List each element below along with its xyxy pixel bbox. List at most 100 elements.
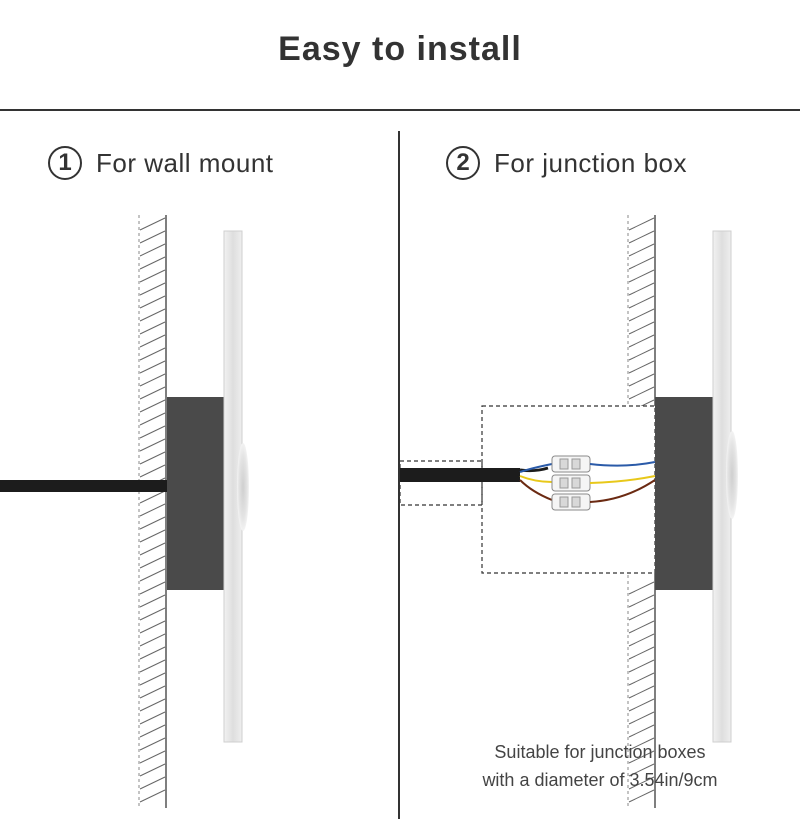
wall-hatch-line	[628, 789, 655, 803]
wall-hatch-line	[139, 763, 166, 777]
wall-hatch-line	[628, 256, 655, 270]
wall-hatch-line	[139, 451, 166, 465]
cable-right	[400, 468, 520, 482]
wall-hatch-line	[628, 646, 655, 660]
wall-hatch-line	[628, 620, 655, 634]
wall-hatch-line	[139, 490, 166, 504]
wall-hatch-line	[139, 594, 166, 608]
wall-hatch-line	[139, 659, 166, 673]
wall-hatch-line	[628, 659, 655, 673]
wall-hatch-line	[139, 282, 166, 296]
wall-left	[138, 215, 167, 808]
wall-hatch-line	[628, 308, 655, 322]
wire-blue-in	[519, 463, 553, 473]
wire-brown-in	[519, 479, 553, 501]
wall-hatch-line	[139, 581, 166, 595]
wall-hatch-line	[139, 607, 166, 621]
wall-hatch-line	[628, 633, 655, 647]
wall-hatch-line	[628, 607, 655, 621]
wire-blue-out	[589, 461, 656, 467]
wall-hatch-line	[139, 698, 166, 712]
wall-hatch-line	[628, 685, 655, 699]
wall-hatch-line	[628, 269, 655, 283]
wall-hatch-line	[139, 373, 166, 387]
wall-hatch-line	[628, 321, 655, 335]
wall-hatch-line	[139, 256, 166, 270]
wall-mount-diagram	[0, 215, 249, 808]
wall-hatch-line	[139, 347, 166, 361]
wall-hatch-line	[139, 737, 166, 751]
wall-hatch-line	[139, 646, 166, 660]
wall-hatch-line	[139, 750, 166, 764]
wall-hatch-line	[139, 464, 166, 478]
wall-hatch-line	[139, 412, 166, 426]
step-1-header: 1 For wall mount	[48, 143, 274, 183]
step-1-number: 1	[48, 146, 82, 180]
wall-hatch-line	[139, 789, 166, 803]
wall-hatch-line	[139, 620, 166, 634]
wall-hatch-line	[139, 243, 166, 257]
wall-hatch-line	[139, 399, 166, 413]
panel-separator	[398, 131, 400, 819]
step-2-number: 2	[446, 146, 480, 180]
step-1-label: For wall mount	[96, 147, 274, 178]
cable-left	[0, 480, 168, 492]
wall-hatch-line	[628, 672, 655, 686]
wall-hatch-line	[139, 217, 166, 231]
wall-hatch-line	[628, 334, 655, 348]
wire-connectors	[551, 455, 591, 511]
wall-hatch-line	[628, 698, 655, 712]
wall-hatch-line	[139, 711, 166, 725]
wall-hatch-line	[139, 633, 166, 647]
wall-hatch-line	[139, 425, 166, 439]
wall-hatch-line	[628, 230, 655, 244]
wall-hatch-line	[628, 217, 655, 231]
wall-hatch-line	[139, 555, 166, 569]
wall-hatch-line	[628, 386, 655, 400]
wall-hatch-line	[139, 529, 166, 543]
wall-hatch-line	[139, 776, 166, 790]
wall-hatch-line	[628, 373, 655, 387]
wall-hatch-line	[139, 360, 166, 374]
wall-hatch-line	[139, 295, 166, 309]
wall-hatch-line	[628, 763, 655, 777]
note-line-2: with a diameter of 3.54in/9cm	[482, 770, 718, 790]
header-divider	[0, 109, 800, 111]
wall-hatch-line	[139, 334, 166, 348]
wall-hatch-line	[628, 594, 655, 608]
wall-hatch-line	[628, 295, 655, 309]
wall-hatch-line	[628, 724, 655, 738]
wall-hatch-line	[139, 503, 166, 517]
light-lens-left	[237, 443, 249, 531]
wall-hatch-line	[628, 776, 655, 790]
wall-hatch-line	[628, 347, 655, 361]
wall-hatch-line	[139, 685, 166, 699]
note-line-1: Suitable for junction boxes	[494, 742, 706, 762]
wire-yellow-in	[519, 475, 553, 483]
step-2-label: For junction box	[494, 147, 687, 178]
wall-hatch-line	[628, 581, 655, 595]
wall-hatch-line	[628, 750, 655, 764]
wall-hatch-line	[628, 282, 655, 296]
wall-hatch-line	[139, 438, 166, 452]
wall-hatch-line	[139, 542, 166, 556]
wall-hatch-line	[139, 516, 166, 530]
wall-hatch-line	[628, 737, 655, 751]
junction-box-diagram	[399, 215, 738, 808]
wall-hatch-line	[139, 230, 166, 244]
wall-hatch-line	[139, 321, 166, 335]
wall-hatch-line	[628, 243, 655, 257]
step-2-header: 2 For junction box	[446, 143, 687, 183]
wall-hatch-line	[139, 386, 166, 400]
page-title: Easy to install	[278, 30, 522, 68]
wall-hatch-line	[139, 672, 166, 686]
wall-hatch-line	[139, 269, 166, 283]
mount-box-right	[655, 397, 714, 590]
wall-hatch-line	[628, 360, 655, 374]
mount-box-left	[167, 397, 226, 590]
wire-brown-out	[589, 479, 656, 503]
wall-hatch-line	[139, 568, 166, 582]
wire-yellow-out	[589, 475, 656, 484]
conduit-outline	[399, 460, 483, 506]
junction-box-note: Suitable for junction boxes with a diame…	[420, 738, 780, 794]
